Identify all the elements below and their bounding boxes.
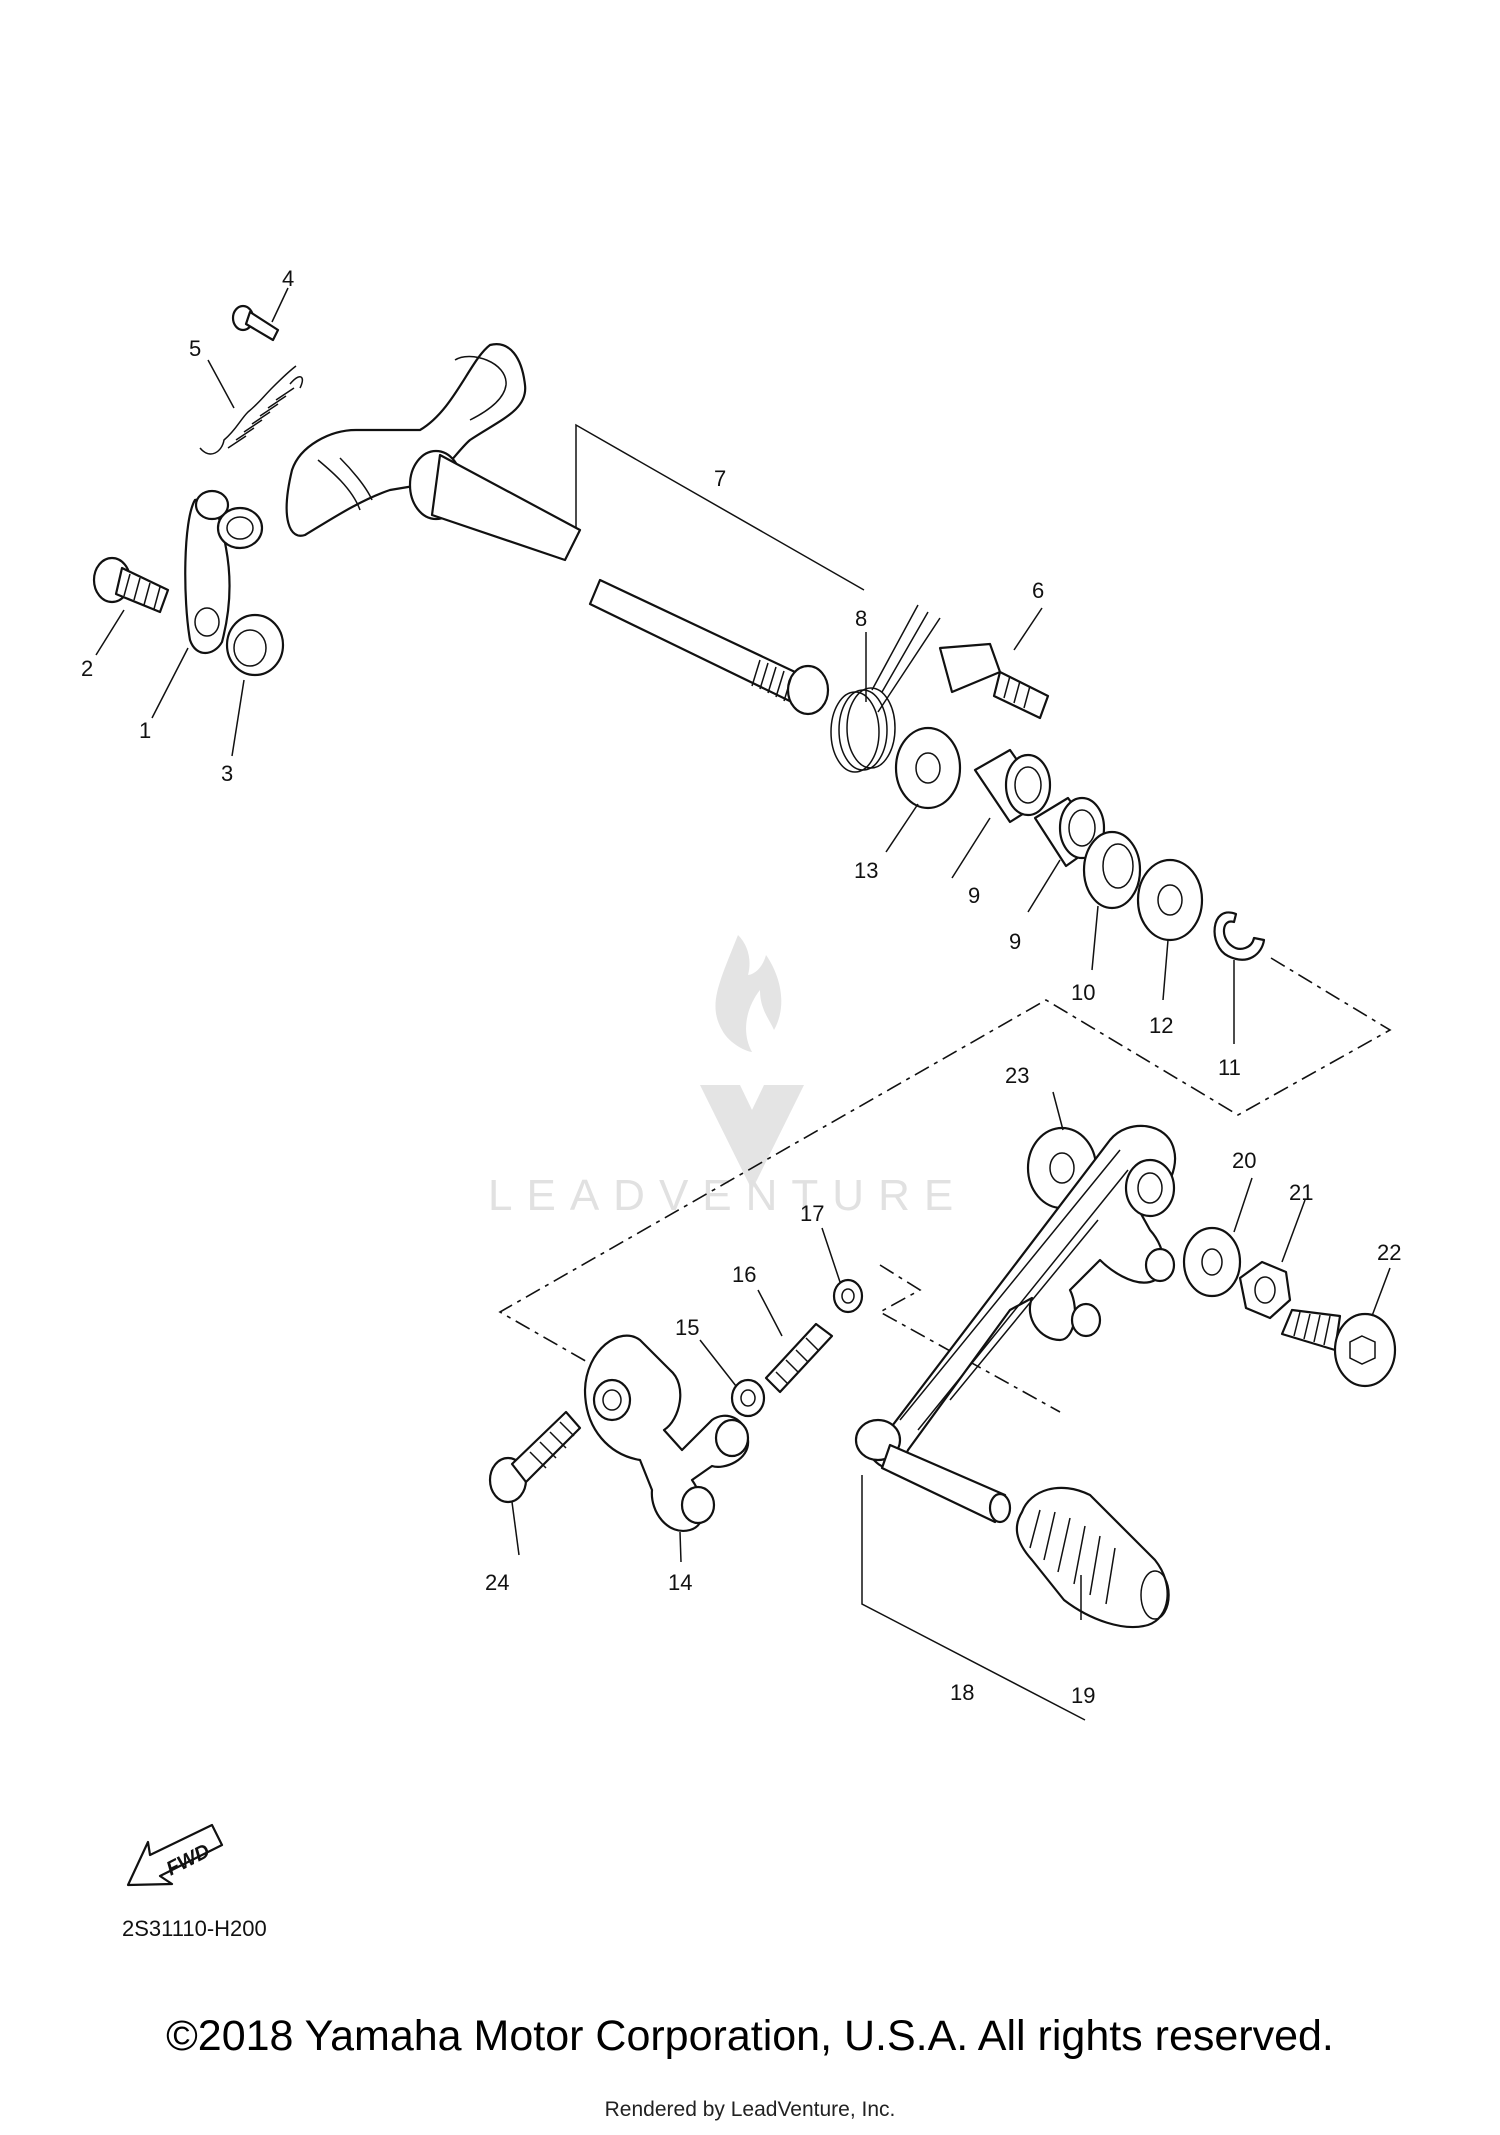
callout-21: 21 bbox=[1289, 1180, 1313, 1205]
part-24-bolt bbox=[488, 1410, 582, 1504]
rendered-by-text: Rendered by LeadVenture, Inc. bbox=[604, 2098, 896, 2121]
callout-10: 10 bbox=[1071, 980, 1095, 1005]
callout-18: 18 bbox=[950, 1680, 974, 1705]
part-2-bolt bbox=[92, 556, 170, 614]
callout-17: 17 bbox=[800, 1201, 824, 1226]
callout-9a: 9 bbox=[968, 883, 980, 908]
part-18-shift-pedal bbox=[854, 1124, 1177, 1524]
part-20-washer bbox=[1182, 1226, 1242, 1298]
part-17-nut bbox=[832, 1278, 864, 1314]
callout-11: 11 bbox=[1218, 1055, 1241, 1080]
callout-14: 14 bbox=[668, 1570, 692, 1595]
part-1-shift-arm bbox=[184, 489, 264, 655]
dash-frame-shaft bbox=[498, 957, 1392, 1376]
bracket-18 bbox=[861, 1475, 1086, 1721]
callout-7: 7 bbox=[714, 466, 726, 491]
part-12-washer bbox=[1136, 858, 1204, 942]
watermark-text: LEADVENTURE bbox=[488, 1171, 967, 1220]
diagram-code: 2S31110-H200 bbox=[122, 1916, 267, 1941]
fwd-arrow-icon: FWD bbox=[126, 1823, 224, 1887]
copyright-text: ©2018 Yamaha Motor Corporation, U.S.A. A… bbox=[166, 2012, 1334, 2060]
callouts: 1 2 3 4 5 6 7 8 9 9 10 11 12 13 14 15 16… bbox=[81, 266, 1401, 1708]
callout-23: 23 bbox=[1005, 1063, 1029, 1088]
callout-4: 4 bbox=[282, 266, 294, 291]
part-14-shift-arm bbox=[583, 1334, 750, 1533]
part-19-footpeg-rubber bbox=[1015, 1486, 1170, 1629]
callout-15: 15 bbox=[675, 1315, 699, 1340]
callout-2: 2 bbox=[81, 656, 93, 681]
part-10-oil-seal bbox=[1082, 830, 1142, 910]
leader-lines bbox=[95, 287, 1391, 1620]
part-9-bearing-a bbox=[973, 748, 1052, 824]
part-15-nut bbox=[730, 1378, 766, 1418]
part-6-stud-bolt bbox=[938, 642, 1050, 720]
callout-24: 24 bbox=[485, 1570, 509, 1595]
part-8-torsion-spring bbox=[830, 604, 941, 773]
callout-12: 12 bbox=[1149, 1013, 1173, 1038]
callout-8: 8 bbox=[855, 606, 867, 631]
part-7-shift-shaft bbox=[285, 343, 830, 716]
part-3-collar bbox=[225, 613, 285, 677]
callout-13: 13 bbox=[854, 858, 878, 883]
callout-22: 22 bbox=[1377, 1240, 1401, 1265]
callout-5: 5 bbox=[189, 336, 201, 361]
callout-19: 19 bbox=[1071, 1683, 1095, 1708]
part-4-screw bbox=[231, 304, 280, 342]
part-5-spring bbox=[199, 365, 304, 455]
callout-20: 20 bbox=[1232, 1148, 1256, 1173]
callout-3: 3 bbox=[221, 761, 233, 786]
part-11-circlip bbox=[1213, 911, 1266, 961]
part-21-clip bbox=[1238, 1260, 1292, 1320]
callout-6: 6 bbox=[1032, 578, 1044, 603]
callout-1: 1 bbox=[139, 718, 151, 743]
bracket-7 bbox=[575, 423, 865, 591]
part-16-adjuster-rod bbox=[764, 1322, 834, 1394]
part-13-washer bbox=[894, 726, 962, 810]
part-22-pivot-bolt bbox=[1280, 1308, 1397, 1388]
leadventure-watermark: LEADVENTURE bbox=[488, 935, 967, 1220]
callout-16: 16 bbox=[732, 1262, 756, 1287]
callout-9b: 9 bbox=[1009, 929, 1021, 954]
